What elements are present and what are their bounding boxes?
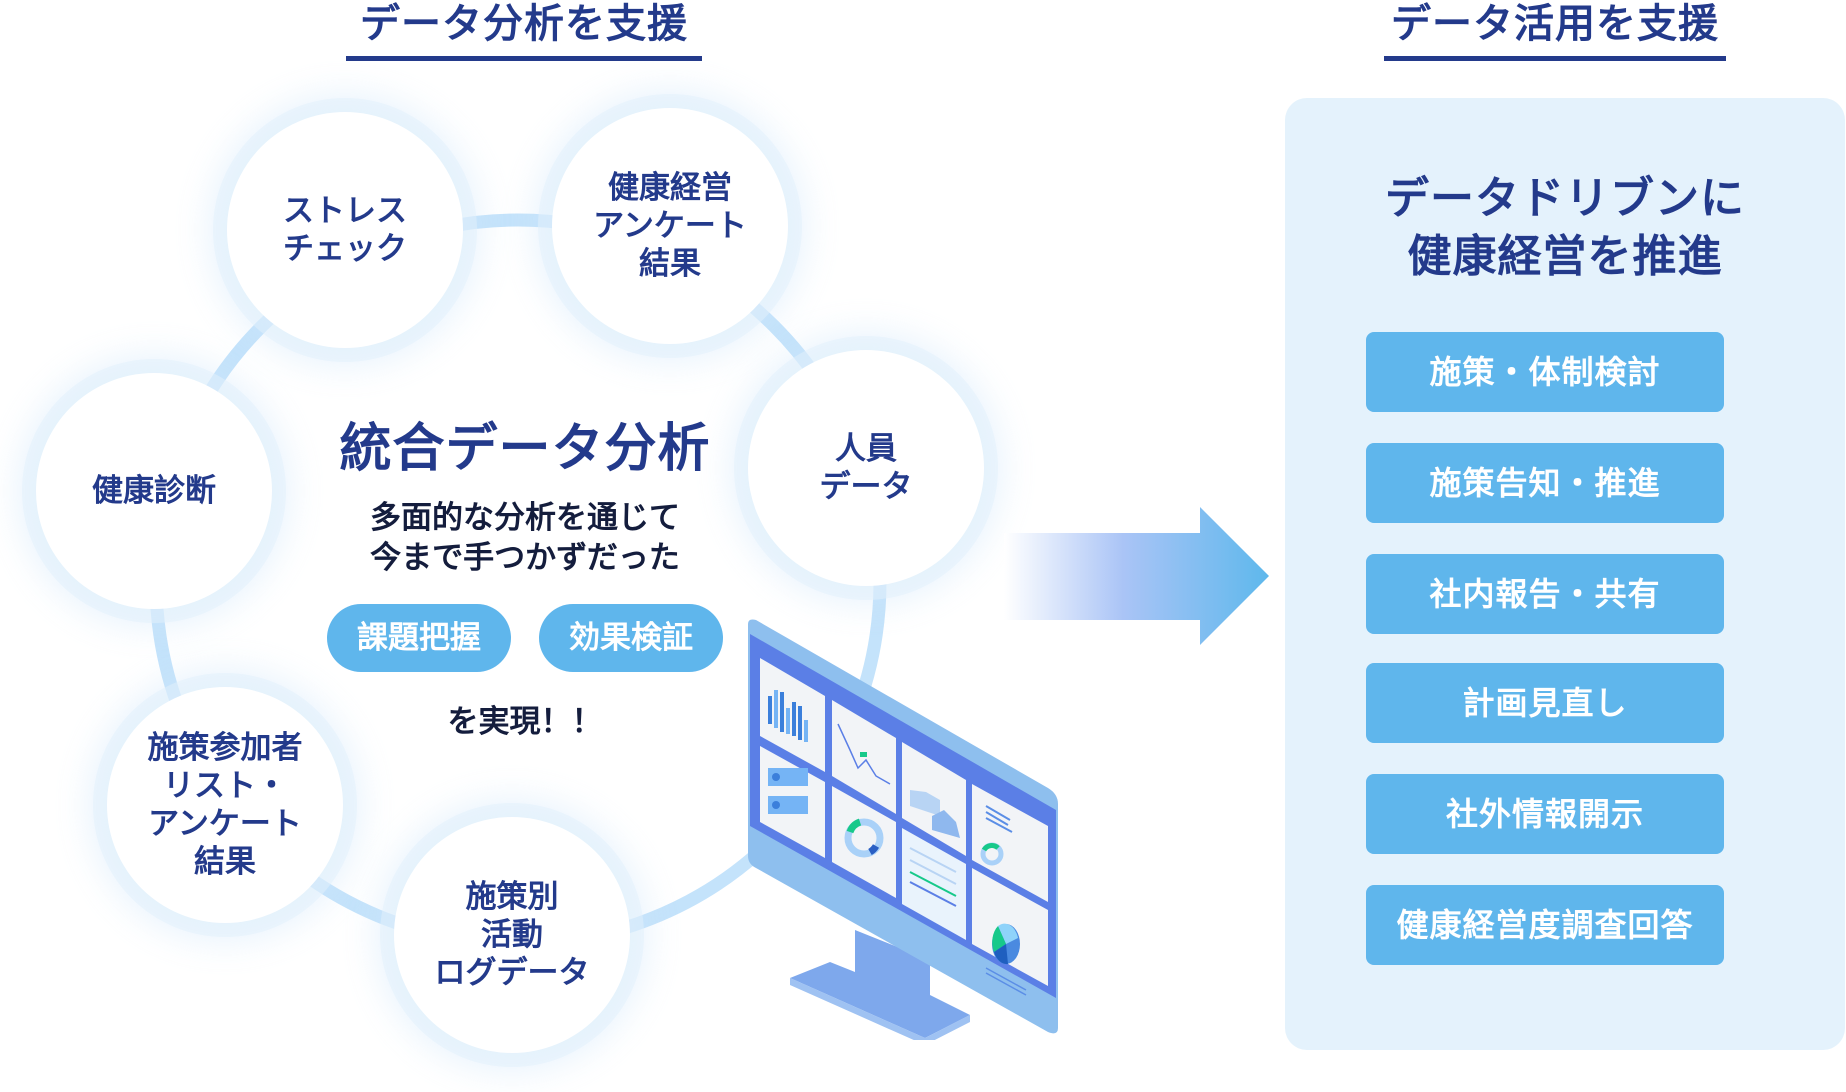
dashboard-monitor-icon <box>748 619 1058 1040</box>
node-participant-list: 施策参加者 リスト・ アンケート 結果 <box>107 687 343 923</box>
section-title-data-analysis: データ分析を支援 <box>346 0 702 61</box>
title-underline <box>346 56 702 61</box>
action-health-survey-response[interactable]: 健康経営度調査回答 <box>1366 885 1724 965</box>
node-label: 施策参加者 リスト・ アンケート 結果 <box>147 730 303 880</box>
node-personnel-data: 人員 データ <box>748 350 984 586</box>
section-title-text: データ分析を支援 <box>360 1 688 47</box>
node-label: ストレス チェック <box>283 193 407 267</box>
action-policy-structure-review[interactable]: 施策・体制検討 <box>1366 332 1724 412</box>
node-label: 健康経営 アンケート 結果 <box>593 170 747 282</box>
pill-row: 課題把握 効果検証 <box>290 604 760 672</box>
action-policy-announcement[interactable]: 施策告知・推進 <box>1366 443 1724 523</box>
panel-list-donut <box>972 784 1048 902</box>
node-activity-log: 施策別 活動 ログデータ <box>394 817 630 1053</box>
center-tail-text: を実現！！ <box>447 704 603 740</box>
node-health-management-survey: 健康経営 アンケート 結果 <box>552 108 788 344</box>
integrated-analysis-block: 統合データ分析 多面的な分析を通じて 今まで手つかずだった 課題把握 効果検証 … <box>290 418 760 742</box>
right-arrow-icon <box>1004 507 1269 645</box>
center-description: 多面的な分析を通じて 今まで手つかずだった <box>370 500 680 576</box>
node-label: 施策別 活動 ログデータ <box>434 879 590 991</box>
section-title-data-utilization: データ活用を支援 <box>1384 0 1726 61</box>
pill-effect-verification: 効果検証 <box>539 604 723 672</box>
action-internal-report[interactable]: 社内報告・共有 <box>1366 554 1724 634</box>
data-utilization-panel: データドリブンに 健康経営を推進 施策・体制検討 施策告知・推進 社内報告・共有… <box>1285 98 1845 1050</box>
panel-donut <box>832 786 896 898</box>
node-health-checkup: 健康診断 <box>36 373 272 609</box>
action-plan-review[interactable]: 計画見直し <box>1366 663 1724 743</box>
dashboard-panels <box>760 658 1048 996</box>
title-underline <box>1384 56 1726 61</box>
action-external-disclosure[interactable]: 社外情報開示 <box>1366 774 1724 854</box>
node-label: 健康診断 <box>92 473 216 509</box>
node-label: 人員 データ <box>819 431 913 505</box>
monitor-stand <box>790 930 970 1038</box>
pill-issue-identification: 課題把握 <box>327 604 511 672</box>
node-stress-check: ストレス チェック <box>227 112 463 348</box>
section-title-text: データ活用を支援 <box>1391 1 1719 47</box>
panel-heading: データドリブンに 健康経営を推進 <box>1385 173 1745 282</box>
center-title: 統合データ分析 <box>339 419 711 479</box>
